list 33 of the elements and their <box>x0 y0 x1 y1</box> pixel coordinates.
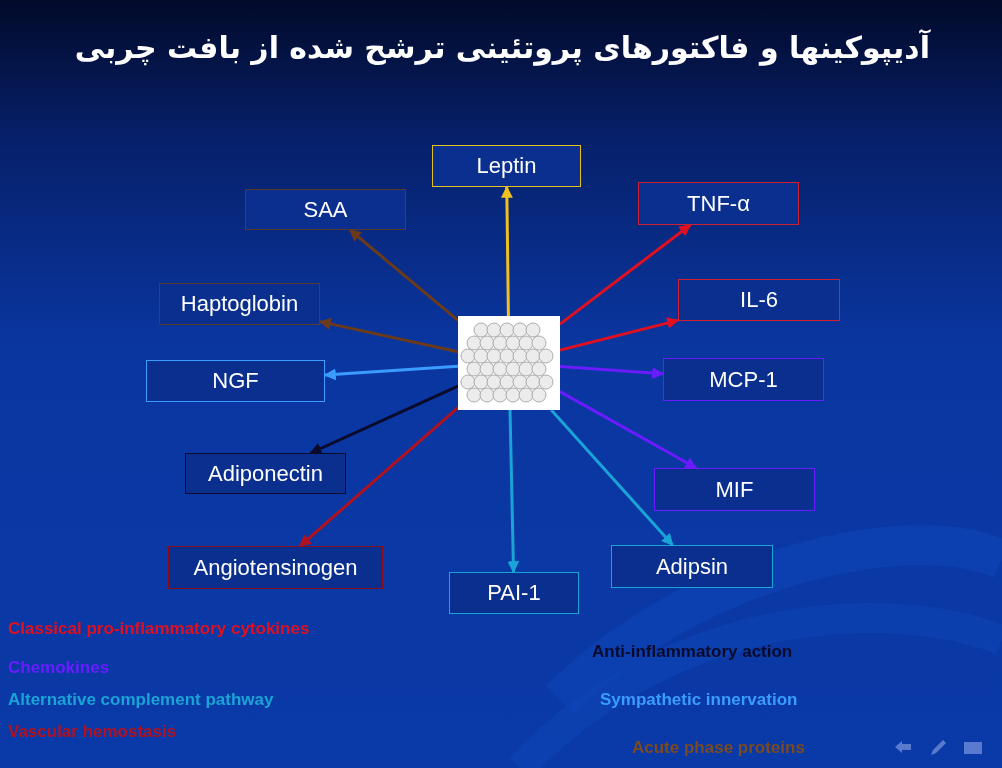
slide-title: آدیپوکینها و فاکتورهای پروتئینی ترشح شده از بافت چربی <box>73 28 930 68</box>
protein-box: MCP-1 <box>663 358 824 401</box>
protein-box: SAA <box>245 189 406 230</box>
protein-box: MIF <box>654 468 815 511</box>
legend-entry: Chemokines <box>8 658 110 678</box>
arrow <box>550 409 674 546</box>
arrow <box>559 365 665 380</box>
arrow <box>559 317 680 352</box>
legend-entry: Alternative complement pathway <box>8 690 274 710</box>
protein-box: NGF <box>146 360 325 402</box>
protein-box: Angiotensinogen <box>168 546 383 589</box>
legend-entry: Anti-inflammatory action <box>592 642 793 662</box>
protein-box: Adiponectin <box>185 453 346 494</box>
arrow <box>309 384 459 455</box>
protein-box: Adipsin <box>611 545 773 588</box>
legend-entry: Sympathetic innervation <box>600 690 798 710</box>
arrow <box>349 228 459 322</box>
protein-box: Leptin <box>432 145 581 187</box>
legend-entry: Acute phase proteins <box>632 738 805 758</box>
legend-entry: Classical pro-inflammatory cytokines <box>8 619 310 639</box>
arrow <box>559 223 692 326</box>
legend-entry: Vascular hemostasis <box>8 722 177 742</box>
arrow <box>500 185 513 316</box>
arrow <box>559 390 698 470</box>
protein-box: TNF-α <box>638 182 799 225</box>
arrow <box>318 318 459 354</box>
arrow <box>299 406 459 548</box>
protein-box: Haptoglobin <box>159 283 320 325</box>
fat-tissue-picture <box>458 316 560 410</box>
protein-box: PAI-1 <box>449 572 579 614</box>
arrow <box>507 409 520 574</box>
arrow <box>323 364 459 381</box>
protein-box: IL-6 <box>678 279 840 321</box>
